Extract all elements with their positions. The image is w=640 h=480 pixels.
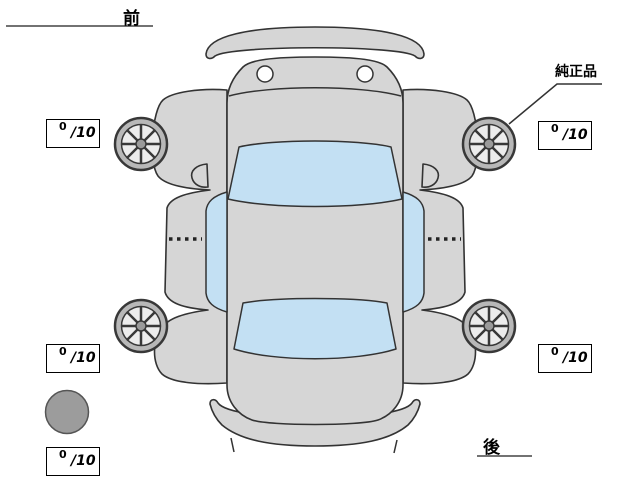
windshield-glass <box>227 140 403 208</box>
genuine-part-label: 純正品 <box>555 64 597 80</box>
left-side-mirror <box>190 163 209 188</box>
tire-score-value: 0 <box>551 122 559 135</box>
rear-bumper-seam-left <box>230 437 235 453</box>
spare-tire-icon <box>44 389 90 435</box>
rear-bumper-seam-right <box>393 439 398 454</box>
tire-score-box-front-right: 0 /10 <box>538 121 592 150</box>
wheel-rear-right <box>461 298 517 354</box>
right-side-panels <box>402 88 479 385</box>
tire-score-value: 0 <box>551 345 559 358</box>
tire-score-scale: /10 <box>563 350 588 366</box>
hood-detail-circle-right <box>356 65 374 83</box>
tire-score-box-rear-left: 0 /10 <box>46 344 100 373</box>
front-bumper <box>205 26 425 60</box>
tire-score-box-spare: 0 /10 <box>46 447 100 476</box>
tire-score-value: 0 <box>59 448 67 461</box>
wheel-front-left <box>113 116 169 172</box>
left-side-panels <box>151 88 228 385</box>
rear-direction-label: 後 <box>483 438 501 458</box>
left-side-window-glass <box>205 191 228 313</box>
tire-score-value: 0 <box>59 120 67 133</box>
right-side-mirror <box>421 163 440 188</box>
wheel-front-right <box>461 116 517 172</box>
wheel-rear-left <box>113 298 169 354</box>
genuine-part-leader-line <box>508 83 602 125</box>
rear-window-glass <box>233 297 397 360</box>
tire-score-value: 0 <box>59 345 67 358</box>
hood-cowl-line <box>228 87 402 97</box>
right-side-window-glass <box>402 191 425 313</box>
tire-score-box-rear-right: 0 /10 <box>538 344 592 373</box>
car-center-body <box>226 56 404 426</box>
tire-score-scale: /10 <box>71 453 96 469</box>
tire-score-box-front-left: 0 /10 <box>46 119 100 148</box>
hood-detail-circle-left <box>256 65 274 83</box>
tire-score-scale: /10 <box>563 127 588 143</box>
front-direction-label: 前 <box>123 9 141 29</box>
tire-score-scale: /10 <box>71 125 96 141</box>
tire-score-scale: /10 <box>71 350 96 366</box>
